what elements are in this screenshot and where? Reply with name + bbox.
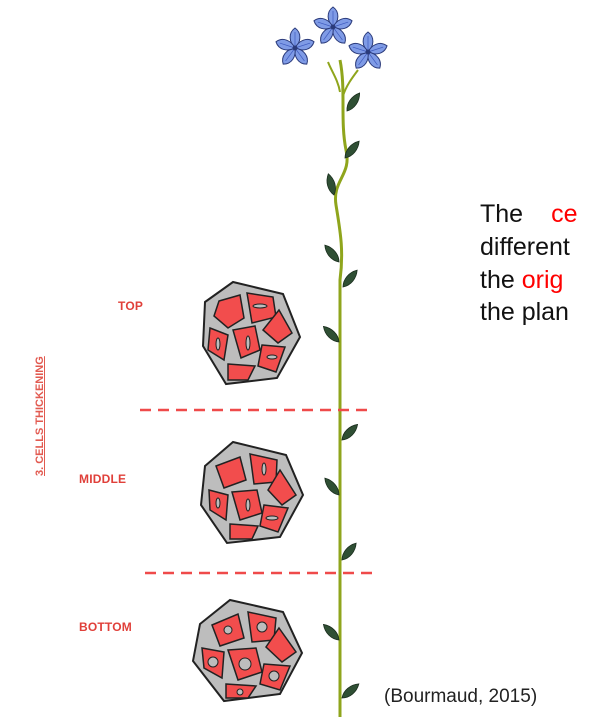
leaf-icon <box>321 91 363 701</box>
paragraph-highlight: ce <box>551 200 577 228</box>
cell-cross-section-icon <box>203 282 300 384</box>
region-label-bottom: BOTTOM <box>79 620 132 634</box>
flower-icon <box>347 32 388 71</box>
paragraph-highlight: orig <box>522 266 564 294</box>
cell-cross-section-icon <box>201 442 303 543</box>
flower-icon <box>274 28 315 67</box>
region-label-middle: MIDDLE <box>79 472 126 486</box>
cell-cross-section-icon <box>193 600 302 701</box>
paragraph-word: the <box>480 266 515 294</box>
stem <box>335 60 347 717</box>
paragraph-line-4: the plan <box>480 297 569 328</box>
citation: (Bourmaud, 2015) <box>384 686 537 708</box>
region-label-top: TOP <box>118 299 143 313</box>
cells-thickening-label: 3. CELLS THICKENING <box>34 356 46 476</box>
paragraph-word: The <box>480 200 523 228</box>
paragraph-line-2: different <box>480 232 570 263</box>
paragraph-line-3: the orig <box>480 265 563 296</box>
flower-icon <box>312 7 353 46</box>
